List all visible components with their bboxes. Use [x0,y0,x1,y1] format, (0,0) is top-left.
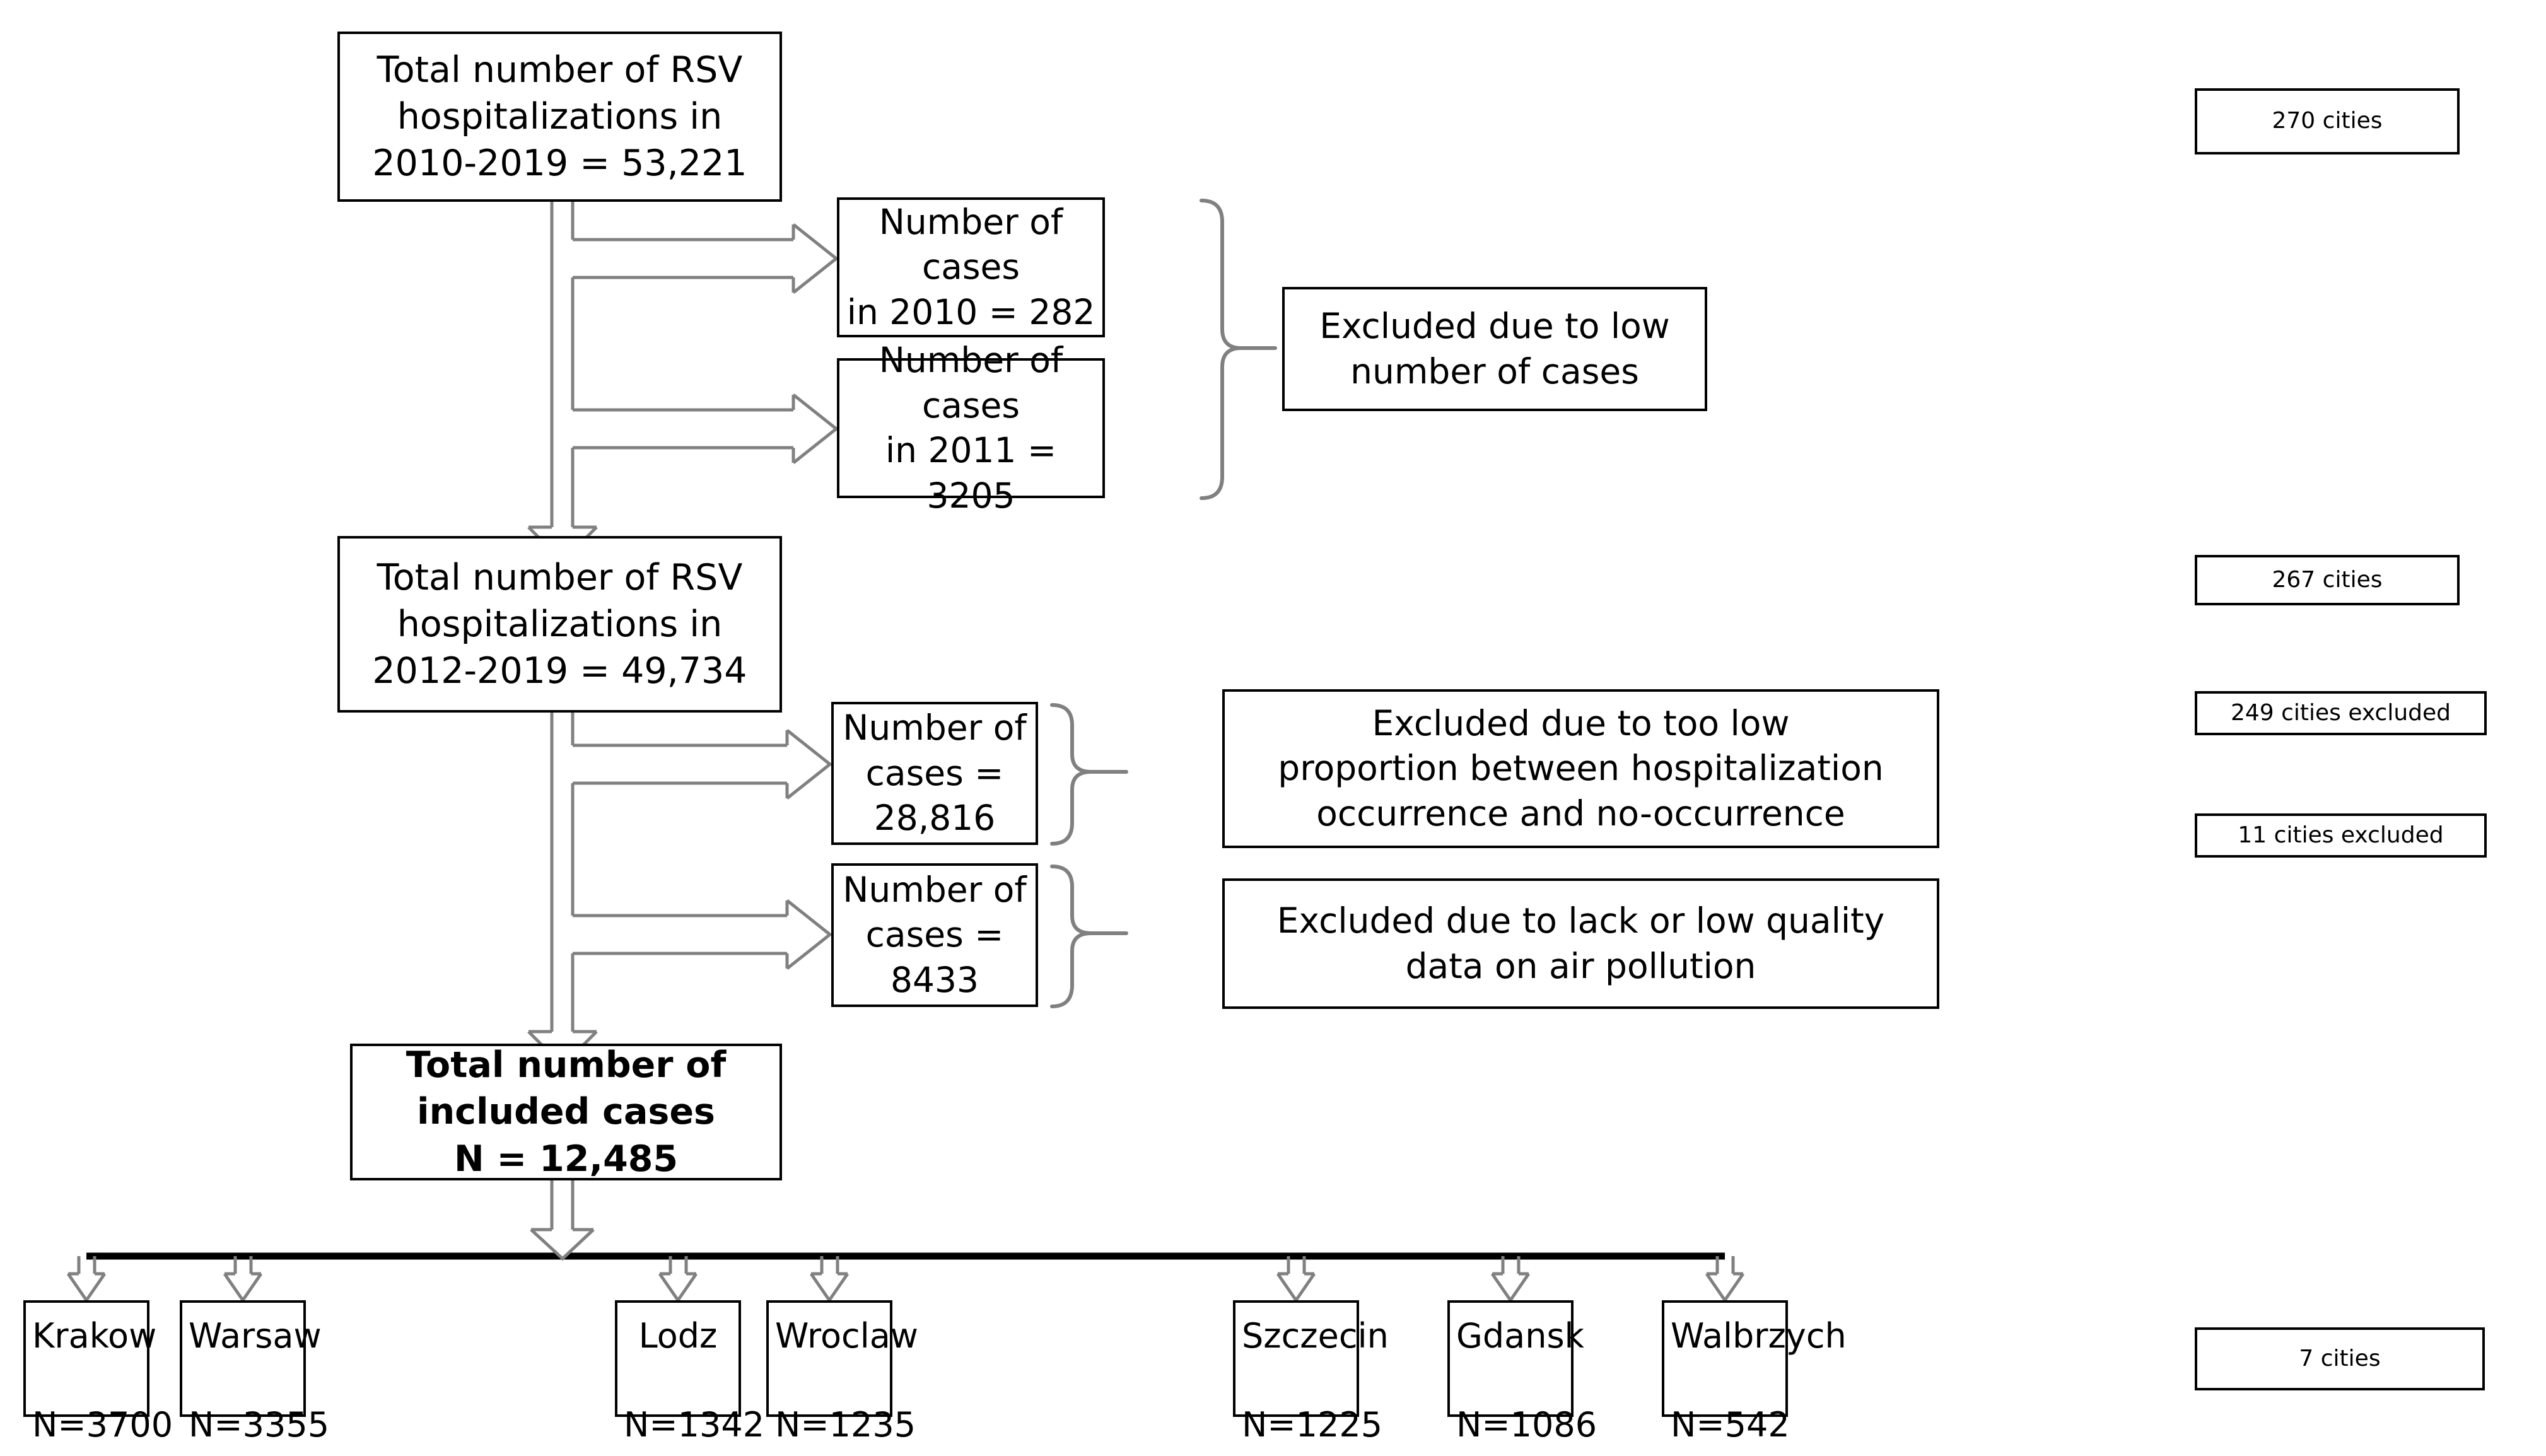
node-cases-8433-label: Number of cases = 8433 [843,869,1027,1000]
node-city-szczecin: Szczecin N=1225 [1233,1300,1389,1445]
node-total-2012-2019-label: Total number of RSV hospitalizations in … [372,556,747,692]
main-arrow-2 [527,713,598,1068]
node-side-cities-249-excluded: 249 cities excluded [2195,691,2487,735]
branch-arrow-2011 [573,393,839,464]
node-cases-2011-label: Number of cases in 2011 = 3205 [879,340,1063,516]
node-cases-2010-label: Number of cases in 2010 = 282 [846,201,1095,332]
node-total-2012-2019: Total number of RSV hospitalizations in … [337,536,782,713]
city-name: Lodz [638,1316,718,1356]
node-city-gdansk-label: Gdansk N=1086 [1456,1270,1597,1447]
node-side-cities-270-label: 270 cities [2272,108,2383,134]
node-reason-air-pollution-data-label: Excluded due to lack or low quality data… [1276,900,1885,986]
city-count: N=1342 [624,1404,765,1445]
node-total-2010-2019: Total number of RSV hospitalizations in … [337,32,782,202]
node-city-walbrzych: Walbrzych N=542 [1662,1300,1847,1445]
included-cases-stem [530,1180,595,1261]
city-name: Wroclaw [775,1316,918,1356]
node-cases-28816: Number of cases = 28,816 [831,702,1038,845]
bracket-low-cases [1200,199,1277,500]
node-cases-2011: Number of cases in 2011 = 3205 [837,340,1105,516]
node-side-cities-7-label: 7 cities [2299,1345,2381,1372]
node-city-walbrzych-label: Walbrzych N=542 [1671,1270,1847,1447]
branch-arrow-2010 [573,223,839,294]
node-city-szczecin-label: Szczecin N=1225 [1242,1270,1389,1447]
branch-arrow-8433 [573,899,833,970]
city-count: N=1225 [1242,1404,1383,1445]
node-included-cases: Total number of included cases N = 12,48… [350,1044,782,1180]
node-side-cities-11-excluded-label: 11 cities excluded [2238,822,2444,848]
bracket-low-proportion [1050,703,1128,846]
node-reason-air-pollution-data: Excluded due to lack or low quality data… [1222,878,1939,1009]
node-included-cases-label: Total number of included cases N = 12,48… [406,1044,727,1180]
node-city-krakow-label: Krakow N=3700 [32,1270,173,1447]
city-count: N=3355 [189,1404,330,1445]
main-arrow-1 [527,202,598,564]
node-side-cities-249-excluded-label: 249 cities excluded [2230,699,2451,726]
city-count: N=3700 [32,1404,173,1445]
node-city-warsaw: Warsaw N=3355 [180,1300,329,1445]
node-total-2010-2019-label: Total number of RSV hospitalizations in … [372,49,747,185]
city-count: N=542 [1671,1404,1790,1445]
node-cases-2010: Number of cases in 2010 = 282 [837,197,1105,337]
node-city-lodz: Lodz N=1342 [615,1300,764,1445]
node-reason-low-proportion: Excluded due to too low proportion betwe… [1222,689,1939,848]
node-reason-low-number-of-cases-label: Excluded due to low number of cases [1319,306,1670,392]
node-side-cities-270: 270 cities [2195,88,2460,154]
bracket-air-pollution [1050,865,1128,1008]
node-city-warsaw-label: Warsaw N=3355 [189,1270,329,1447]
city-count: N=1235 [775,1404,916,1445]
node-reason-low-number-of-cases: Excluded due to low number of cases [1282,287,1707,411]
node-side-cities-267: 267 cities [2195,555,2460,605]
node-cases-8433: Number of cases = 8433 [831,863,1038,1007]
node-reason-low-proportion-label: Excluded due to too low proportion betwe… [1278,702,1884,834]
city-name: Warsaw [189,1316,322,1356]
node-side-cities-267-label: 267 cities [2272,566,2383,593]
city-name: Szczecin [1242,1316,1389,1356]
node-city-gdansk: Gdansk N=1086 [1447,1300,1597,1445]
node-city-wroclaw-label: Wroclaw N=1235 [775,1270,918,1447]
node-side-cities-7: 7 cities [2195,1327,2485,1390]
node-side-cities-11-excluded: 11 cities excluded [2195,813,2487,858]
node-cases-28816-label: Number of cases = 28,816 [843,708,1027,839]
city-count: N=1086 [1456,1404,1597,1445]
city-name: Walbrzych [1671,1316,1847,1356]
node-city-lodz-label: Lodz N=1342 [624,1270,764,1447]
node-city-krakow: Krakow N=3700 [23,1300,173,1445]
city-name: Gdansk [1456,1316,1584,1356]
city-name: Krakow [32,1316,157,1356]
branch-arrow-28816 [573,729,833,800]
node-city-wroclaw: Wroclaw N=1235 [766,1300,918,1445]
